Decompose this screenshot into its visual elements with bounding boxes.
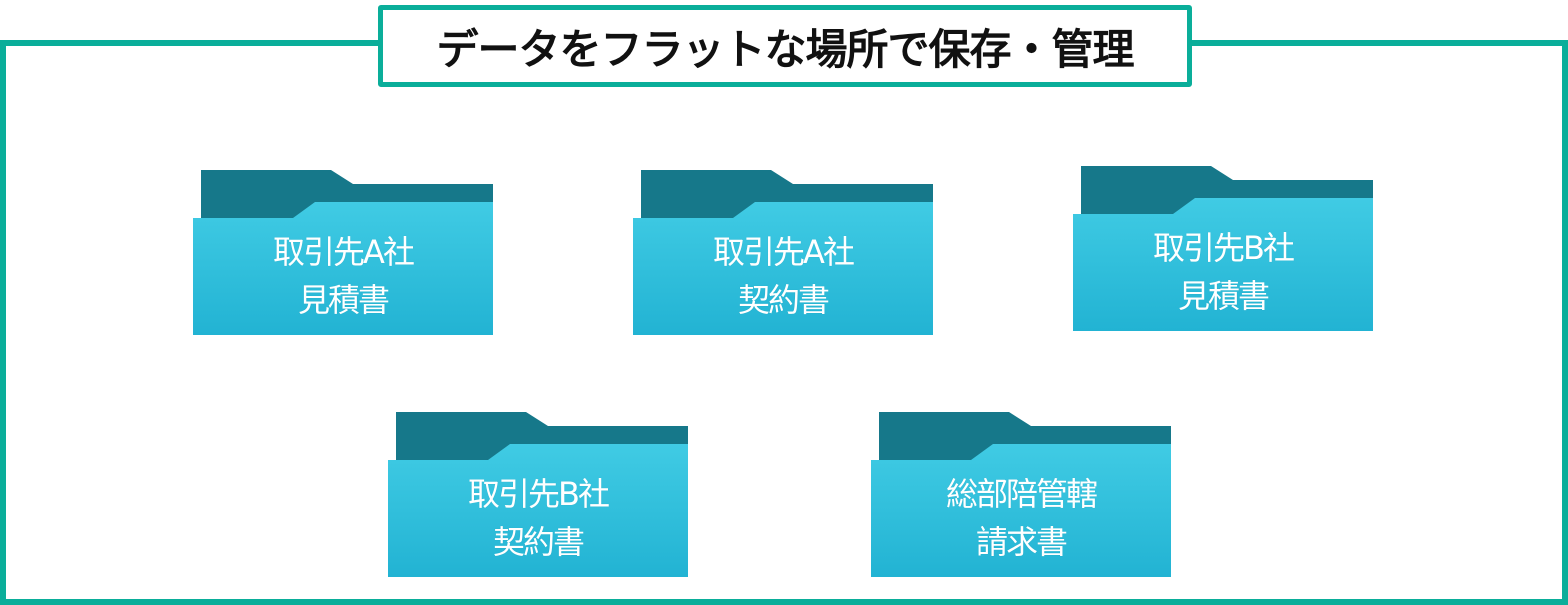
folder-label-line2: 契約書 <box>492 523 585 561</box>
title-box: データをフラットな場所で保存・管理 <box>378 5 1192 87</box>
folder-label-line1: 取引先A社 <box>713 233 855 271</box>
folder-item[interactable]: 取引先A社 契約書 <box>633 170 933 335</box>
folder-label-line2: 見積書 <box>1177 277 1270 315</box>
folder-label-line2: 契約書 <box>737 281 830 319</box>
folder-item[interactable]: 総部陪管轄 請求書 <box>871 412 1171 577</box>
folder-label-line1: 総部陪管轄 <box>945 475 1098 513</box>
page-title: データをフラットな場所で保存・管理 <box>436 24 1134 74</box>
folder-icon <box>871 412 1171 577</box>
folder-label-line1: 取引先B社 <box>1153 229 1295 267</box>
folder-item[interactable]: 取引先B社 見積書 <box>1073 166 1373 331</box>
folder-item[interactable]: 取引先B社 契約書 <box>388 412 688 577</box>
folder-icon <box>633 170 933 335</box>
folder-icon <box>1073 166 1373 331</box>
folder-item[interactable]: 取引先A社 見積書 <box>193 170 493 335</box>
folder-label-line2: 請求書 <box>975 523 1068 561</box>
folder-icon <box>388 412 688 577</box>
folder-label-line1: 取引先B社 <box>468 475 610 513</box>
folder-label-line1: 取引先A社 <box>273 233 415 271</box>
folder-icon <box>193 170 493 335</box>
folder-label-line2: 見積書 <box>297 281 390 319</box>
